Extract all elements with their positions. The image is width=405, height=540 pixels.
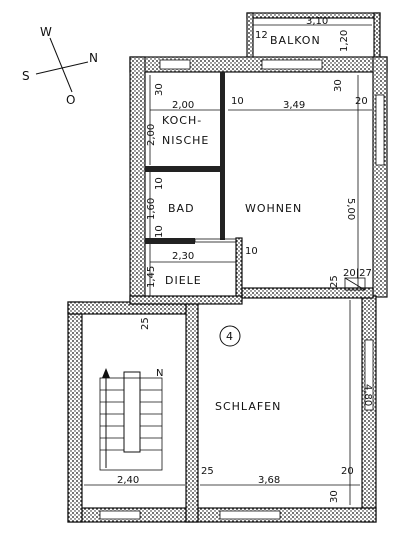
room-label-schlafen: SCHLAFEN — [215, 400, 281, 413]
dim-wohnen-depth: 5,00 — [345, 198, 356, 220]
stair-right-wall — [185, 301, 199, 523]
dim-bad-depth: 1,60 — [146, 198, 157, 220]
staircase: N — [99, 368, 163, 471]
dim-schlafen-right: 20 — [341, 466, 354, 477]
room-label-diele: DIELE — [165, 274, 202, 287]
dim-koch-width: 2,00 — [172, 100, 194, 111]
dim-diele-width: 2,30 — [172, 251, 194, 262]
dim-wall-20-27: 20|27 — [343, 268, 372, 279]
bad-diele-wall — [145, 238, 195, 244]
room-label-bad: BAD — [168, 202, 195, 215]
diele-right-wall — [235, 237, 243, 301]
room-label-wohnen: WOHNEN — [245, 202, 302, 215]
dim-schlafen-left: 25 — [201, 466, 214, 477]
dim-wall-25-a: 25 — [329, 275, 340, 288]
room-label-nische: NISCHE — [162, 134, 209, 147]
dim-bottom-wall: 30 — [329, 490, 340, 503]
stair-up-arrow-icon — [102, 368, 110, 378]
stair-window — [99, 510, 141, 520]
dim-koch-depth: 2,00 — [146, 124, 157, 146]
interior-walls — [129, 72, 374, 305]
dim-top-wall-left: 30 — [154, 83, 165, 96]
compass-ew-axis — [35, 61, 89, 75]
dim-diele-right: 10 — [245, 246, 258, 257]
dim-balkon-depth: 1,20 — [339, 30, 350, 52]
compass-north-letter: N — [89, 51, 98, 65]
schlafen-side-window — [364, 339, 374, 411]
dim-stair-wall: 25 — [140, 317, 151, 330]
shaft-diagonal — [344, 277, 366, 291]
dimension-lines — [84, 24, 372, 505]
compass-east-letter: O — [66, 93, 75, 107]
wohnen-schlafen-wall — [241, 287, 374, 299]
dim-wohnen-right: 20 — [355, 96, 368, 107]
wohnen-window — [261, 59, 323, 70]
dim-balkon-left: 12 — [255, 30, 268, 41]
dim-wohnen-width: 3,49 — [283, 100, 305, 111]
dim-stair-width: 2,40 — [117, 475, 139, 486]
room-label-koch: KOCH- — [162, 114, 202, 127]
dim-schlafen-width: 3,68 — [258, 475, 280, 486]
dim-top-wall-right: 30 — [333, 79, 344, 92]
compass: W N S O — [22, 25, 98, 107]
diele-door-header — [194, 238, 241, 243]
unit-number: 4 — [226, 330, 234, 343]
diele-bottom-wall — [129, 295, 243, 305]
compass-west-letter: W — [40, 25, 52, 39]
dim-bad-top: 10 — [154, 177, 165, 190]
wohnen-side-window — [375, 94, 385, 166]
compass-ns-axis — [49, 37, 73, 93]
installation-shaft — [344, 277, 366, 291]
schlafen-window — [219, 510, 281, 520]
balkon-right-wall — [373, 12, 381, 62]
dim-bad-bottom: 10 — [154, 225, 165, 238]
right-outer-wall-upper — [372, 56, 388, 298]
left-outer-wall-upper — [129, 56, 146, 303]
compass-south-letter: S — [22, 69, 30, 83]
stair-outline — [99, 377, 163, 471]
stair-eye — [123, 371, 141, 453]
koch-window — [159, 59, 191, 70]
stair-marker: N — [156, 368, 163, 379]
stair-left-wall — [67, 301, 83, 523]
dim-balkon-width: 3,10 — [306, 16, 328, 27]
dim-diele-depth: 1,45 — [146, 266, 157, 288]
windows — [99, 59, 385, 520]
dim-wall-10-a: 10 — [231, 96, 244, 107]
room-label-balkon: BALKON — [270, 34, 321, 47]
koch-bad-wall — [145, 166, 225, 172]
unit-number-circle — [219, 325, 241, 347]
balkon-left-wall — [246, 12, 254, 62]
dim-schlafen-depth: 4,80 — [362, 384, 373, 406]
koch-wohnen-wall — [220, 72, 225, 240]
